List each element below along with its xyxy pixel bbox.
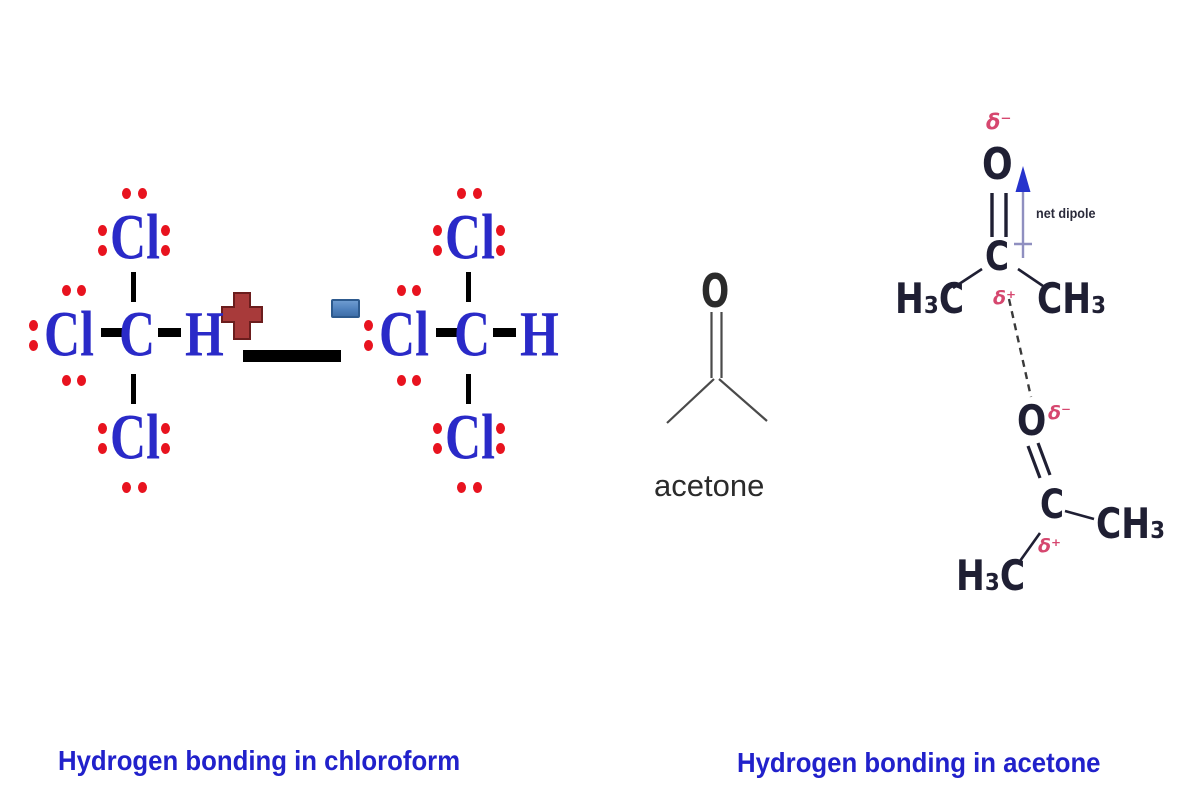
acetone-skeletal-label: acetone (654, 468, 765, 503)
lone-pair-dot (433, 443, 442, 454)
acetone1-methyl-right: CH₃ (1037, 274, 1107, 323)
delta-minus-label: δ⁻ (1048, 402, 1072, 424)
acetone2-carbon: C (1040, 482, 1065, 528)
lone-pair-dot (62, 375, 71, 386)
lone-pair-dot (433, 245, 442, 256)
lone-pair-dot (496, 225, 505, 236)
minus-charge-icon (331, 299, 360, 318)
hydrogen-bond-dashed-line (1007, 298, 1033, 398)
lone-pair-dot (364, 340, 373, 351)
lone-pair-dot (98, 245, 107, 256)
lone-pair-dot (161, 443, 170, 454)
lone-pair-dot (433, 225, 442, 236)
lone-pair-dot (496, 245, 505, 256)
lone-pair-dot (98, 225, 107, 236)
mol1-cl-left: Cl (44, 297, 94, 370)
acetone1-oxygen: O (982, 139, 1013, 190)
lone-pair-dot (364, 320, 373, 331)
mol2-cl-left: Cl (379, 297, 429, 370)
caption-acetone: Hydrogen bonding in acetone (737, 747, 1101, 778)
lone-pair-dot (62, 285, 71, 296)
mol1-hydrogen: H (185, 297, 224, 370)
lone-pair-dot (161, 245, 170, 256)
lone-pair-dot (473, 188, 482, 199)
acetone-skeletal-bonds (666, 312, 768, 424)
lone-pair-dot (29, 320, 38, 331)
acetone2-bonds (1018, 442, 1095, 562)
mol1-cl-top: Cl (110, 200, 160, 273)
lone-pair-dot (29, 340, 38, 351)
lone-pair-dot (412, 375, 421, 386)
acetone2-oxygen: O (1017, 396, 1047, 445)
lone-pair-dot (496, 443, 505, 454)
mol2-cl-bottom: Cl (445, 400, 495, 473)
lone-pair-dot (77, 375, 86, 386)
lone-pair-dot (98, 443, 107, 454)
lone-pair-dot (473, 482, 482, 493)
acetone1-bonds (952, 193, 1047, 290)
lone-pair-dot (457, 188, 466, 199)
lone-pair-dot (161, 225, 170, 236)
lone-pair-dot (161, 423, 170, 434)
delta-minus-label: δ⁻ (986, 110, 1012, 134)
lone-pair-dot (122, 482, 131, 493)
lone-pair-dot (138, 188, 147, 199)
mol1-carbon: C (119, 297, 156, 370)
lone-pair-dot (138, 482, 147, 493)
acetone1-methyl-left: H₃C (895, 274, 965, 323)
mol2-bonds (436, 272, 516, 404)
acetone-skeletal-oxygen: O (701, 264, 730, 318)
mol2-cl-top: Cl (445, 200, 495, 273)
lone-pair-dot (397, 375, 406, 386)
acetone2-methyl-right: CH₃ (1096, 499, 1166, 548)
mol2-hydrogen: H (520, 297, 559, 370)
net-dipole-arrow (1014, 166, 1032, 258)
lone-pair-dot (122, 188, 131, 199)
mol1-bonds (101, 272, 181, 404)
acetone2-methyl-left: H₃C (956, 551, 1026, 600)
hydrogen-bond-bar (243, 350, 341, 362)
lone-pair-dot (412, 285, 421, 296)
mol1-cl-bottom: Cl (110, 400, 160, 473)
lone-pair-dot (397, 285, 406, 296)
mol2-carbon: C (454, 297, 491, 370)
lone-pair-dot (496, 423, 505, 434)
plus-charge-icon (221, 292, 263, 340)
lone-pair-dot (433, 423, 442, 434)
lone-pair-dot (98, 423, 107, 434)
lone-pair-dot (77, 285, 86, 296)
acetone1-carbon: C (985, 234, 1010, 280)
lone-pair-dot (457, 482, 466, 493)
net-dipole-label: net dipole (1036, 205, 1096, 221)
delta-plus-label: δ⁺ (1038, 535, 1062, 557)
caption-chloroform: Hydrogen bonding in chloroform (58, 745, 461, 776)
delta-plus-label: δ⁺ (993, 287, 1017, 309)
